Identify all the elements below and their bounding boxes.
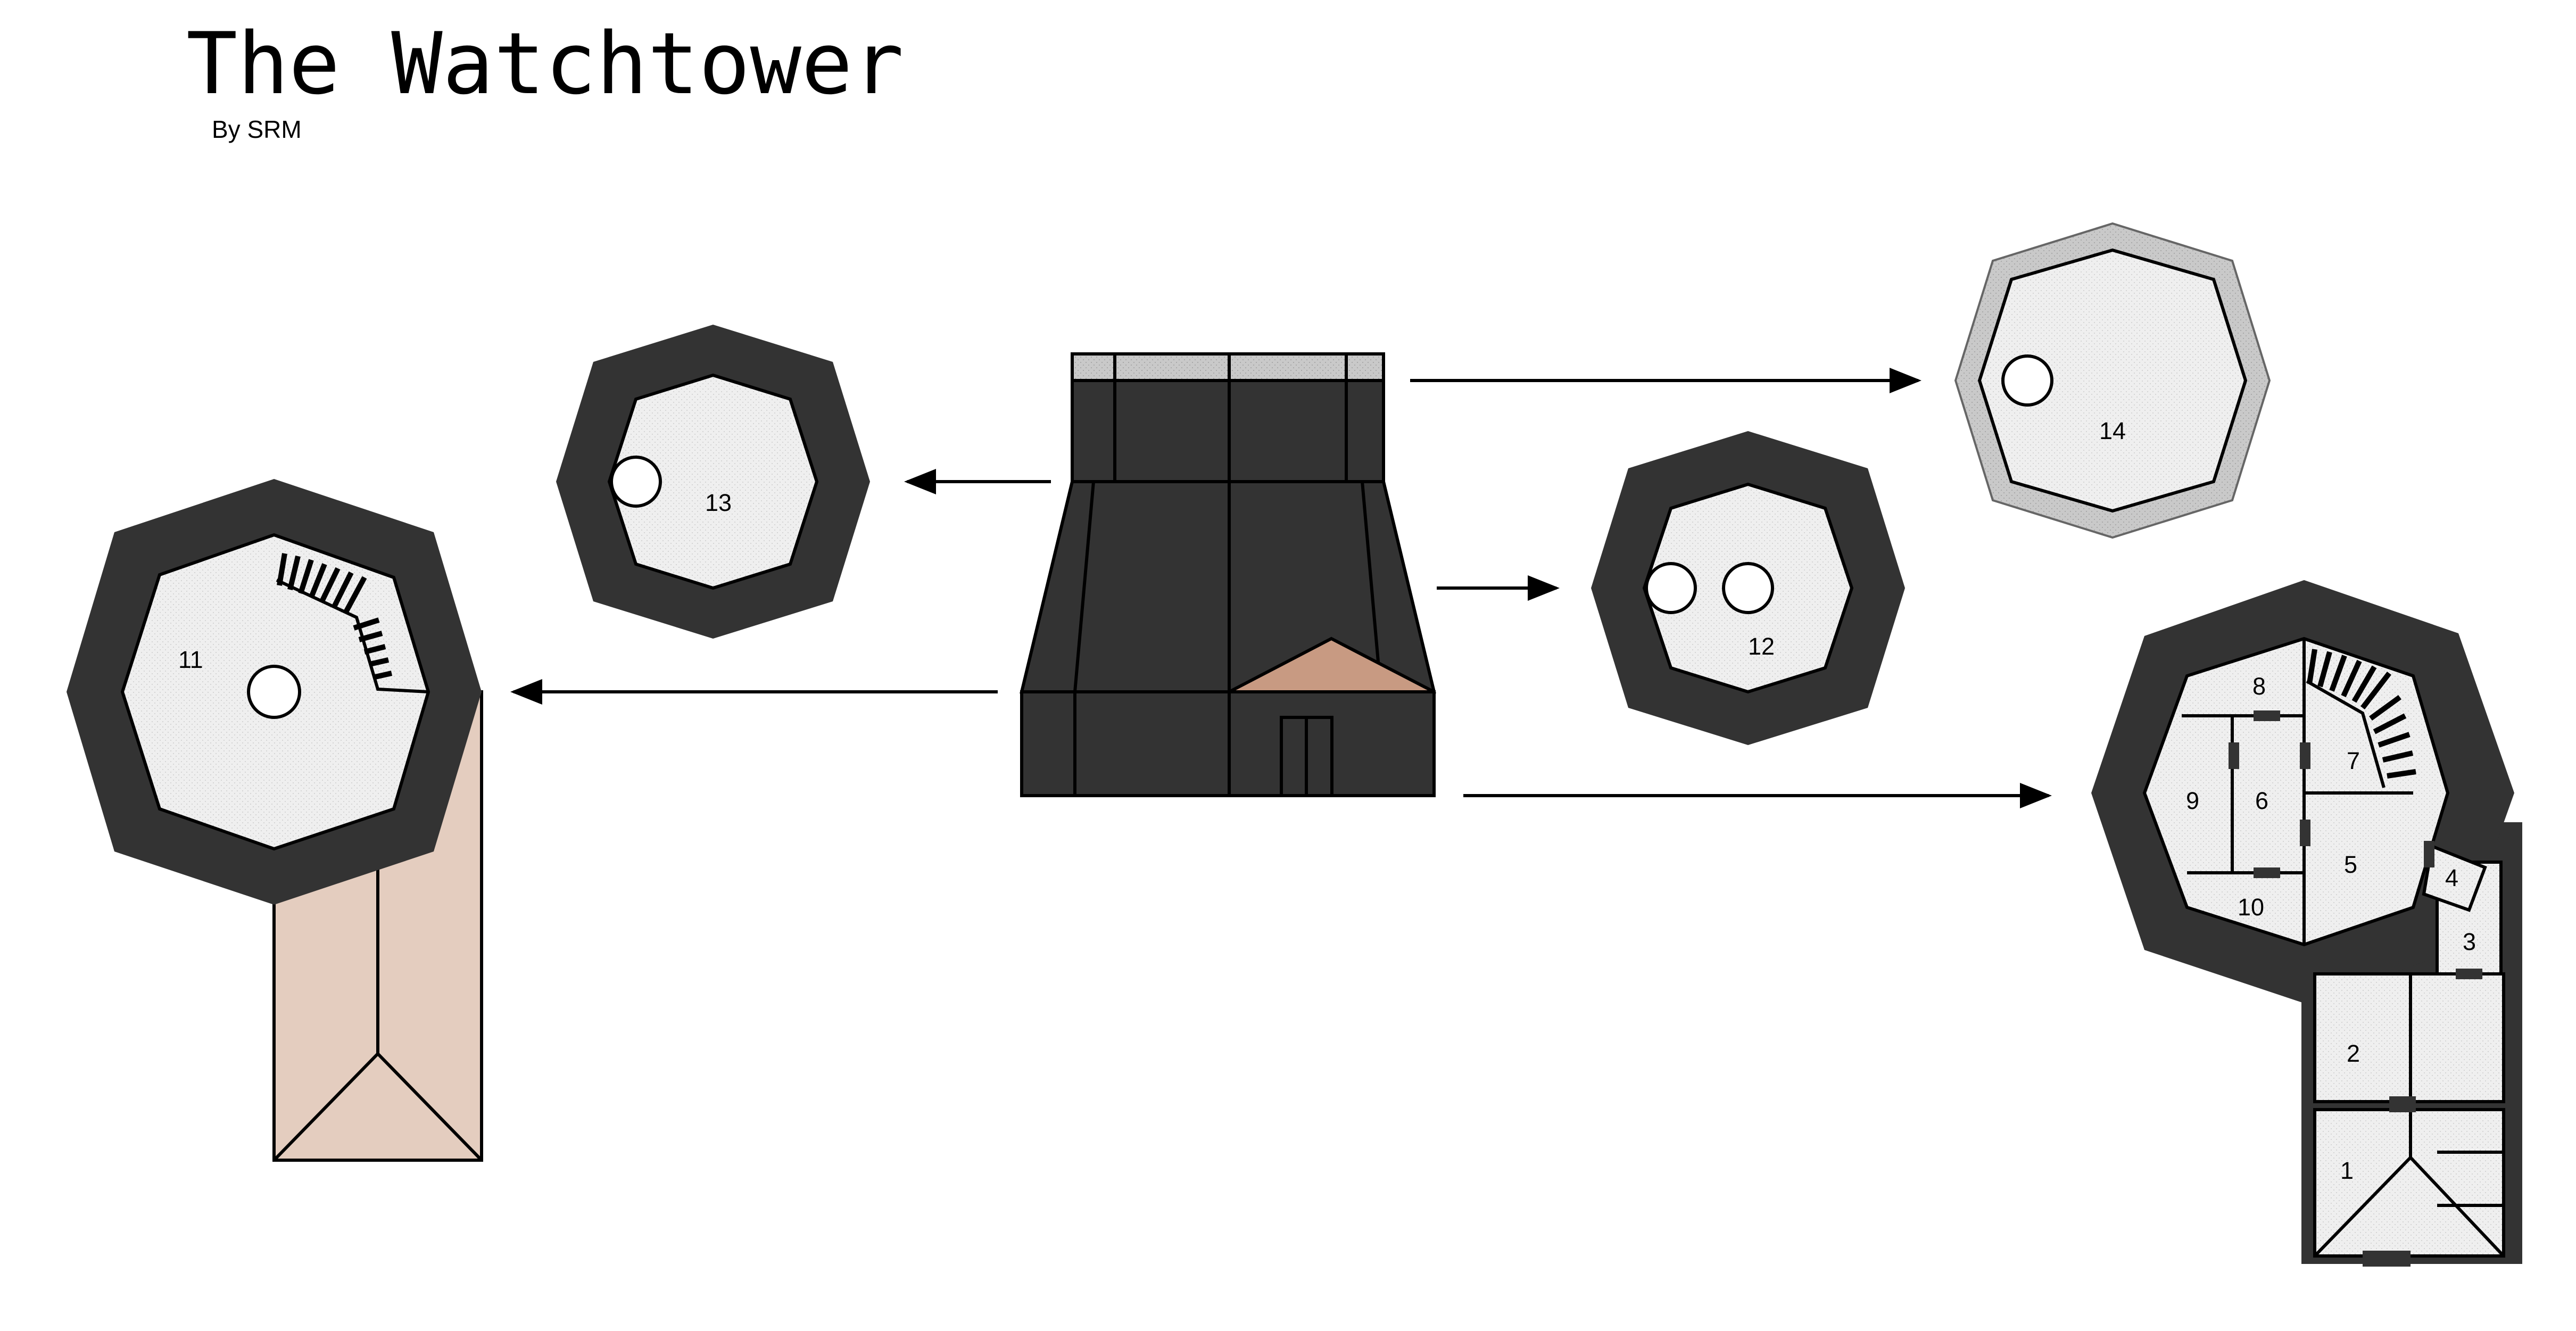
spiral-stairs: [2307, 649, 2416, 779]
entry-gable-roof: [1228, 636, 1435, 693]
trapdoor-icon: [610, 456, 662, 508]
floor-11-map: 11: [67, 479, 483, 1162]
trapdoor-icon: [2001, 354, 2053, 407]
tower-elevation: [1020, 352, 1436, 797]
room-label-14: 14: [2099, 417, 2126, 444]
floor-14-map: 14: [1954, 222, 2271, 539]
floor-13-map: 13: [556, 325, 870, 639]
room-label-3: 3: [2463, 928, 2476, 955]
room-label-5: 5: [2344, 851, 2357, 878]
room-label-4: 4: [2445, 864, 2458, 891]
room-label-11: 11: [178, 646, 203, 673]
trapdoor-icon: [1645, 562, 1697, 614]
room-label-13: 13: [705, 489, 732, 516]
room-label-10: 10: [2238, 894, 2264, 921]
map-author: By SRM: [212, 115, 302, 143]
trapdoor-icon: [247, 665, 301, 719]
door-icons: [2229, 710, 2482, 1267]
map-title: The Watchtower: [186, 14, 904, 113]
ground-floor-map: 8 7 9 6 5 4 10 3 2 1: [2091, 580, 2522, 1267]
room-label-8: 8: [2252, 673, 2266, 700]
room-label-12: 12: [1748, 633, 1775, 660]
room-label-7: 7: [2347, 747, 2360, 774]
room-label-2: 2: [2347, 1040, 2360, 1067]
room-label-6: 6: [2255, 787, 2268, 814]
room-label-1: 1: [2340, 1157, 2354, 1184]
trapdoor-icon: [1722, 562, 1774, 614]
floor-12-map: 12: [1591, 431, 1905, 745]
room-label-9: 9: [2186, 787, 2199, 814]
arrows: [510, 368, 2052, 808]
